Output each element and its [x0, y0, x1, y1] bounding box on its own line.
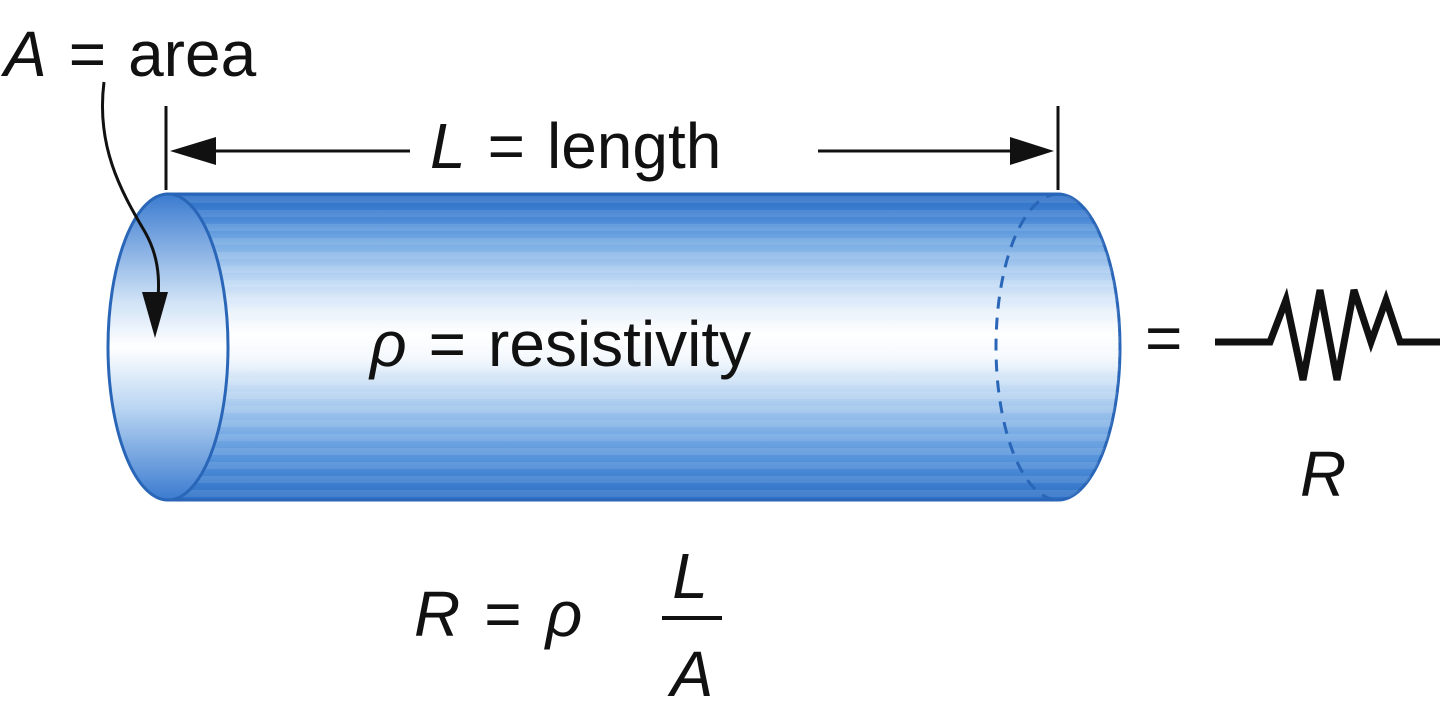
svg-text:L=length: L = length: [430, 110, 721, 182]
area-label: A = area: [0, 18, 257, 90]
formula-lhs: R: [414, 578, 460, 650]
resistivity-symbol: ρ: [368, 308, 407, 380]
resistor-label: R: [1300, 438, 1346, 510]
svg-text:R=ρ: R = ρ: [414, 578, 582, 650]
formula-denominator: A: [667, 638, 714, 710]
area-equals: =: [69, 18, 106, 90]
equivalence-equals: =: [1145, 302, 1182, 374]
svg-text:ρ=resistivity: ρ = resistivity: [368, 308, 751, 380]
resistivity-word: resistivity: [488, 308, 751, 380]
cylinder-cross-section-face: [106, 192, 230, 502]
length-arrowhead-left: [170, 137, 216, 165]
svg-text:A=area: A = area: [0, 18, 257, 90]
conductor-cylinder: [106, 192, 1122, 502]
area-symbol: A: [0, 18, 47, 90]
resistor-symbol: [1215, 287, 1440, 381]
length-word: length: [547, 110, 721, 182]
length-dimension: L = length: [164, 106, 1060, 190]
formula-equals: =: [484, 578, 521, 650]
length-equals: =: [488, 110, 525, 182]
formula-numerator: L: [672, 540, 708, 612]
area-pointer-arrowhead: [142, 292, 168, 338]
cylinder-stripes: [168, 194, 1120, 500]
formula-rho: ρ: [544, 578, 583, 650]
resistivity-label: ρ = resistivity: [368, 308, 751, 380]
cylinder-far-end-hidden: [994, 192, 1059, 502]
resistance-formula: R = ρ L A: [414, 540, 722, 710]
length-symbol: L: [430, 110, 466, 182]
resistivity-equals: =: [429, 308, 466, 380]
area-word: area: [128, 18, 257, 90]
length-arrowhead-right: [1010, 137, 1054, 165]
